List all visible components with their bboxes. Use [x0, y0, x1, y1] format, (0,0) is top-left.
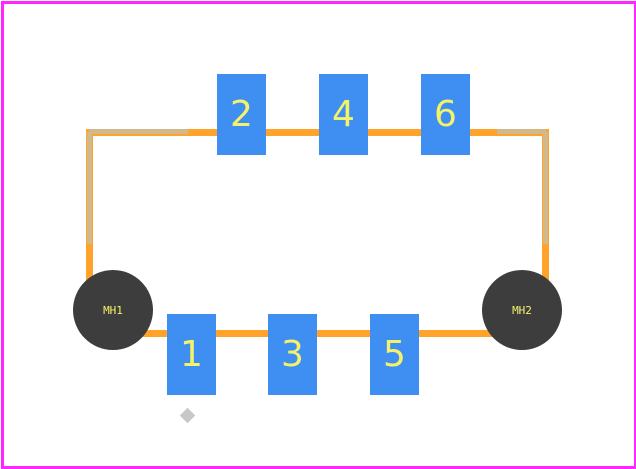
- silkscreen-top-left: [89, 129, 188, 134]
- mounting-hole-mh1[interactable]: MH1: [73, 270, 153, 350]
- pad-1[interactable]: 1: [167, 314, 216, 395]
- top-trace: [86, 129, 549, 136]
- silkscreen-left: [87, 132, 92, 244]
- pad-4[interactable]: 4: [319, 74, 368, 155]
- pad-5[interactable]: 5: [370, 314, 419, 395]
- bottom-trace: [113, 330, 521, 337]
- mounting-hole-mh2[interactable]: MH2: [482, 270, 562, 350]
- pad-3[interactable]: 3: [268, 314, 317, 395]
- silkscreen-right: [543, 132, 548, 244]
- silkscreen-top-right: [497, 129, 546, 134]
- pad-6[interactable]: 6: [421, 74, 470, 155]
- pad-2[interactable]: 2: [217, 74, 266, 155]
